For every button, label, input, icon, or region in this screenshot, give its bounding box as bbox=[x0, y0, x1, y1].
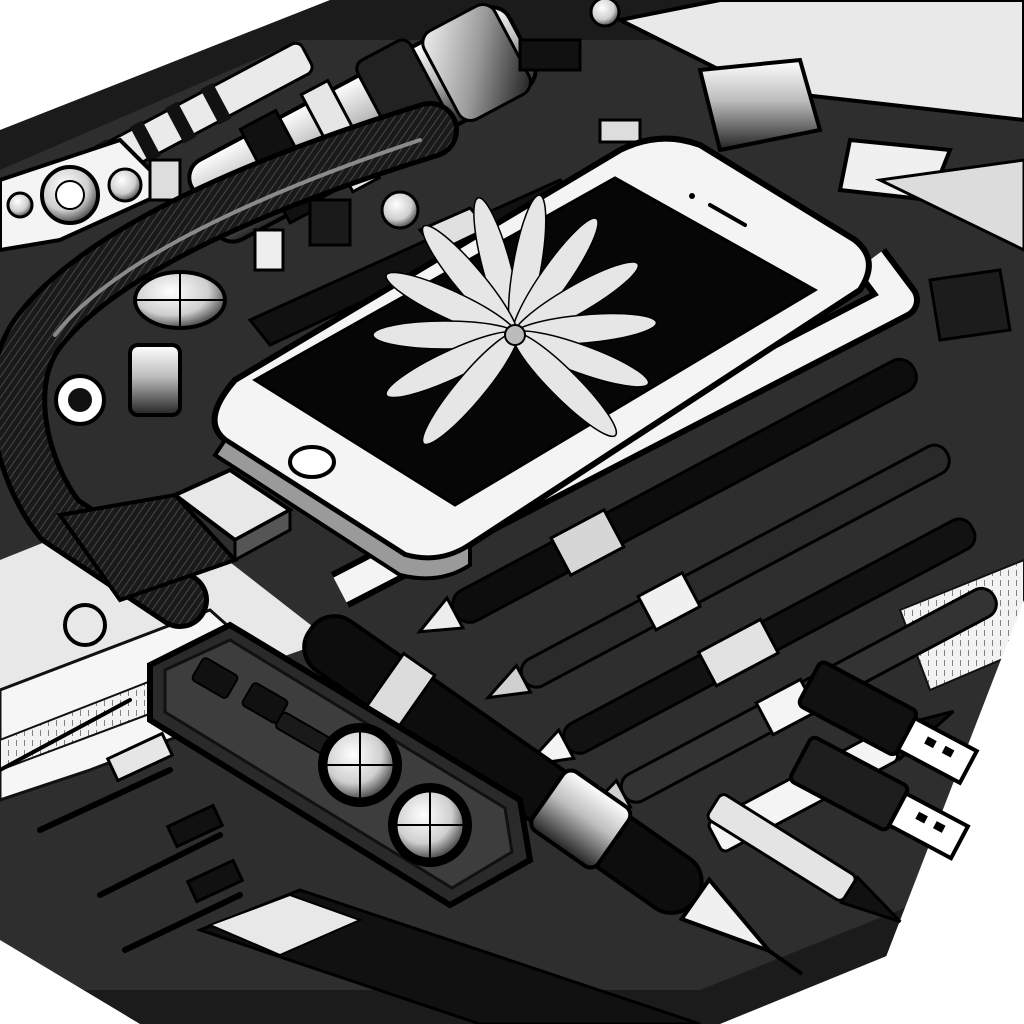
panel-dial-1 bbox=[318, 723, 402, 807]
home-button bbox=[288, 445, 336, 479]
usb-drive-2 bbox=[788, 735, 971, 861]
top-right-gadgets bbox=[518, 0, 1024, 342]
panel-switch-1 bbox=[191, 657, 239, 699]
usb-drive-1 bbox=[797, 660, 980, 786]
leaf-wallpaper bbox=[372, 194, 658, 446]
bottom-slab bbox=[195, 888, 701, 1024]
probe-leads bbox=[0, 698, 245, 953]
smartphone bbox=[211, 135, 920, 608]
panel-dial-2 bbox=[388, 783, 472, 867]
charging-plug bbox=[56, 467, 294, 603]
mid-left-components bbox=[54, 190, 420, 647]
usb-drives bbox=[788, 660, 980, 861]
stylus bbox=[302, 614, 804, 976]
control-panel-with-dials bbox=[147, 621, 534, 909]
left-mechanism bbox=[0, 137, 182, 253]
coiled-hose bbox=[0, 101, 459, 629]
